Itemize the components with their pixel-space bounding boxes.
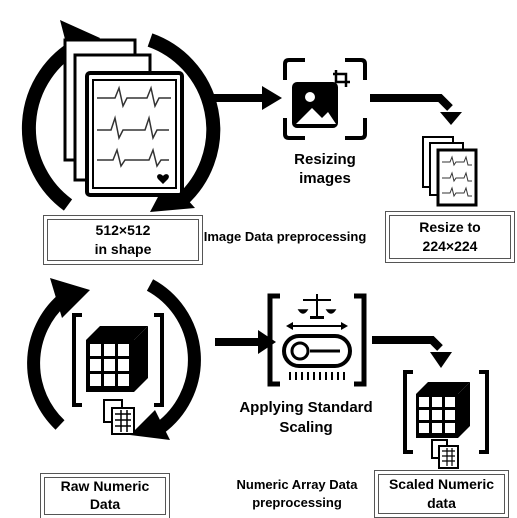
flow-arrowhead-4 (430, 352, 452, 368)
source-size-box: 512×512 in shape (47, 219, 199, 261)
ecg-image-stack-icon (63, 38, 184, 197)
scaled-data-cube-icon (403, 370, 489, 469)
flow-arrowhead-3 (258, 330, 276, 354)
scaled-data-line1: Scaled Numeric (388, 476, 495, 492)
flow-arrow-2 (370, 94, 453, 111)
cycle-arrows-icon-numeric (27, 278, 201, 440)
raw-data-cube-icon (72, 313, 164, 435)
flow-arrowhead-2 (440, 112, 462, 125)
scaling-step-line1: Applying Standard (239, 399, 373, 416)
resizing-step-label: Resizing images (270, 150, 380, 188)
source-size-line2: in shape (94, 241, 152, 257)
numeric-title-line1: Numeric Array Data (236, 477, 358, 492)
resized-image-stack-icon (422, 136, 478, 207)
scaling-step-line2: Scaling (279, 419, 333, 436)
scale-balance-icon (267, 293, 367, 387)
scaled-data-box: Scaled Numeric data (378, 474, 505, 514)
raw-data-line2: Data (89, 496, 121, 512)
flow-arrowhead-1 (262, 86, 282, 110)
resize-target-line1: Resize to (419, 219, 481, 235)
raw-data-box: Raw Numeric Data (44, 477, 166, 515)
numeric-section-title: Numeric Array Data preprocessing (212, 476, 382, 512)
resize-target-box: Resize to 224×224 (389, 215, 511, 259)
scaling-step-label: Applying Standard Scaling (226, 398, 386, 438)
resizing-step-line2: images (299, 170, 351, 187)
numeric-title-line2: preprocessing (252, 495, 342, 510)
resizing-step-line1: Resizing (294, 151, 356, 168)
source-size-line1: 512×512 (95, 222, 151, 238)
raw-data-line1: Raw Numeric (60, 478, 150, 494)
resize-image-icon (283, 58, 367, 140)
scaled-data-line2: data (427, 495, 456, 511)
image-section-title: Image Data preprocessing (203, 229, 367, 244)
flow-arrow-4 (372, 336, 443, 351)
resize-target-line2: 224×224 (422, 238, 478, 254)
